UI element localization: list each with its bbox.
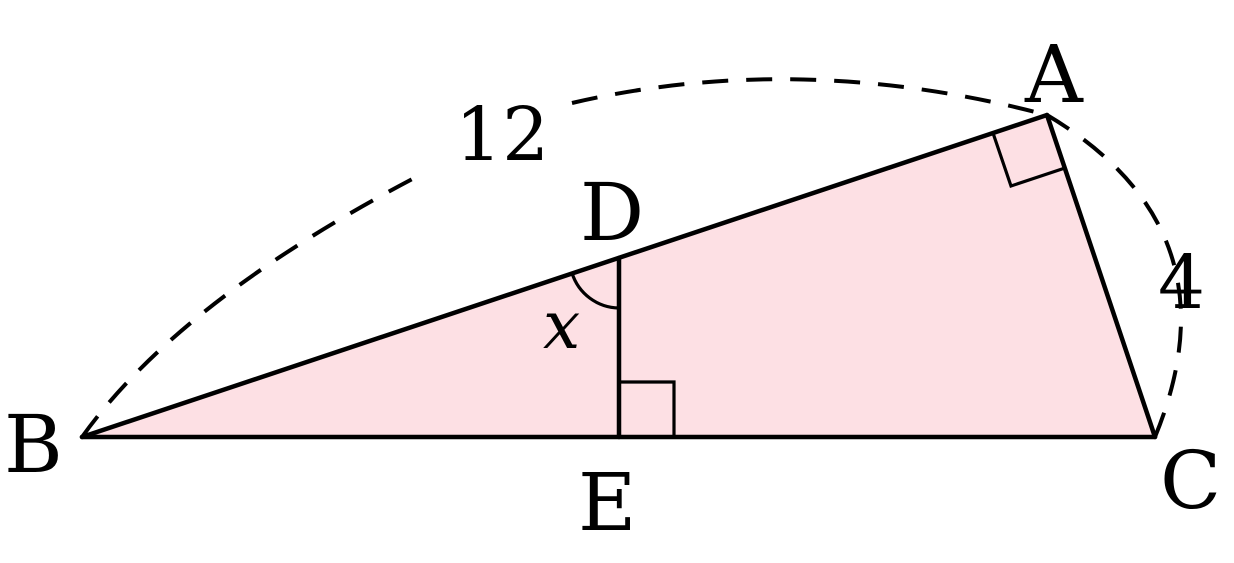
angle-x-arc [570,272,620,310]
arc-ab-dashed [80,173,421,439]
side-ab [79,112,1050,440]
label-length-ac: 4 [1158,240,1205,326]
label-point-b: B [4,398,63,491]
right-angle-mark-e [619,380,676,437]
arc-ab-dashed-2 [571,77,1048,117]
arc-ac-dashed [1045,113,1183,438]
label-point-d: D [580,166,644,259]
label-point-e: E [578,456,636,549]
label-length-ab: 12 [455,92,549,178]
label-point-c: C [1160,434,1221,527]
label-angle-x: x [543,287,580,364]
right-angle-mark-a [991,132,1066,189]
label-point-a: A [1024,28,1084,121]
